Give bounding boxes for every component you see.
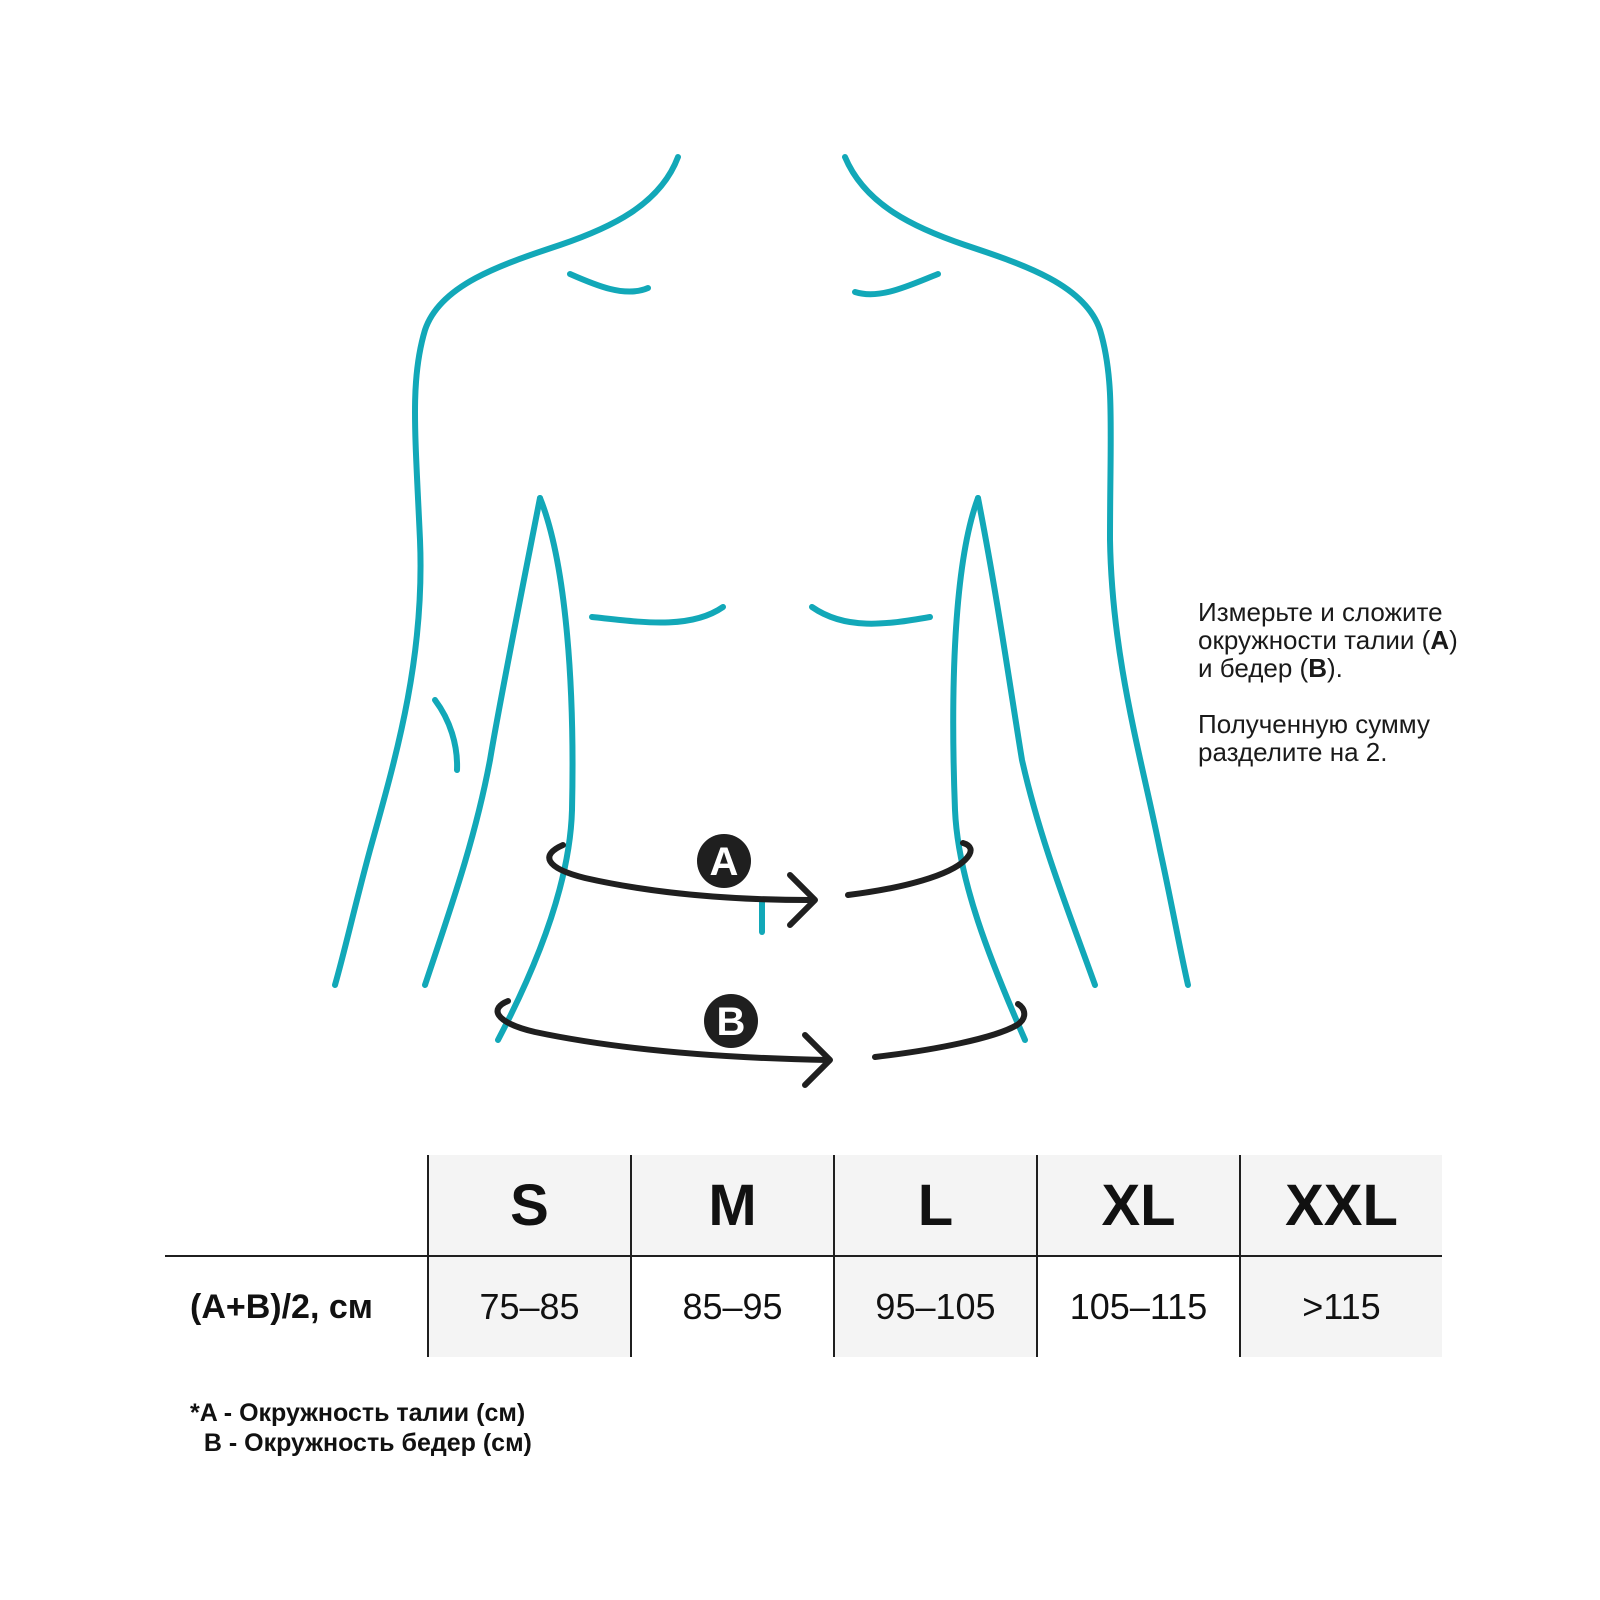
footnote-line-waist: *A - Окружность талии (см) <box>190 1399 526 1427</box>
left-elbow-crease <box>432 697 461 773</box>
waist-tape-right <box>845 840 974 898</box>
waist-measurement-tape: A <box>546 834 974 928</box>
right-chest-line <box>809 604 933 627</box>
instruction-hip-letter: B <box>1308 653 1327 683</box>
value-xl: 105–115 <box>1036 1256 1240 1357</box>
row-label: (A+B)/2, см <box>190 1287 373 1326</box>
instruction-line-2-prefix: окружности талии ( <box>1198 625 1431 655</box>
left-inner-arm <box>422 495 543 988</box>
size-header-xl: XL <box>1036 1155 1240 1257</box>
waist-tape-left <box>546 842 813 903</box>
size-header-xxl: XXL <box>1239 1155 1442 1257</box>
hip-measurement-tape: B <box>494 994 1028 1088</box>
instruction-para2-line-1: Полученную сумму <box>1198 709 1430 739</box>
legend-footnote: *A - Окружность талии (см) B - Окружност… <box>190 1398 532 1458</box>
left-torso-side <box>495 495 576 1043</box>
instruction-waist-letter: A <box>1430 625 1450 655</box>
instruction-line-3-suffix: ). <box>1327 653 1343 683</box>
waist-marker-label: A <box>710 840 739 884</box>
measurement-instructions: Измерьте и сложите окружности талии (A) … <box>1198 598 1518 794</box>
body-outline <box>332 154 1191 1043</box>
waist-arrowhead <box>787 872 818 928</box>
size-chart-table: S M L XL XXL (A+B)/2, см 75–85 85–95 95–… <box>165 1155 1442 1357</box>
hip-tape-left <box>494 998 831 1063</box>
right-inner-arm <box>975 495 1098 988</box>
value-s: 75–85 <box>427 1256 631 1357</box>
hip-marker-circle <box>704 994 758 1048</box>
size-header-row: S M L XL XXL <box>165 1155 1442 1257</box>
right-torso-side <box>950 495 1028 1043</box>
hip-arrowhead <box>802 1032 833 1088</box>
left-collarbone <box>567 271 651 295</box>
value-m: 85–95 <box>630 1256 834 1357</box>
header-blank-cell <box>165 1155 428 1257</box>
instruction-para2-line-2: разделите на 2. <box>1198 737 1388 767</box>
instruction-line-2-suffix: ) <box>1449 625 1458 655</box>
instruction-line-1: Измерьте и сложите <box>1198 597 1443 627</box>
value-l: 95–105 <box>833 1256 1037 1357</box>
instruction-paragraph-1: Измерьте и сложите окружности талии (A) … <box>1198 598 1518 682</box>
hip-marker-label: B <box>717 1000 746 1044</box>
right-shoulder-arm-outline <box>842 154 1191 988</box>
instruction-paragraph-2: Полученную сумму разделите на 2. <box>1198 710 1518 766</box>
value-xxl: >115 <box>1239 1256 1442 1357</box>
instruction-line-3-prefix: и бедер ( <box>1198 653 1309 683</box>
right-collarbone <box>852 271 941 298</box>
size-header-m: M <box>630 1155 834 1257</box>
size-values-row: (A+B)/2, см 75–85 85–95 95–105 105–115 >… <box>165 1256 1442 1357</box>
size-header-s: S <box>427 1155 631 1257</box>
left-shoulder-arm-outline <box>332 154 681 988</box>
body-measurement-illustration: A B <box>332 154 1191 1088</box>
size-header-l: L <box>833 1155 1037 1257</box>
left-chest-line <box>589 604 726 626</box>
footnote-line-hips: B - Окружность бедер (см) <box>190 1429 532 1457</box>
waist-marker-circle <box>697 834 751 888</box>
hip-tape-right <box>872 1001 1028 1060</box>
